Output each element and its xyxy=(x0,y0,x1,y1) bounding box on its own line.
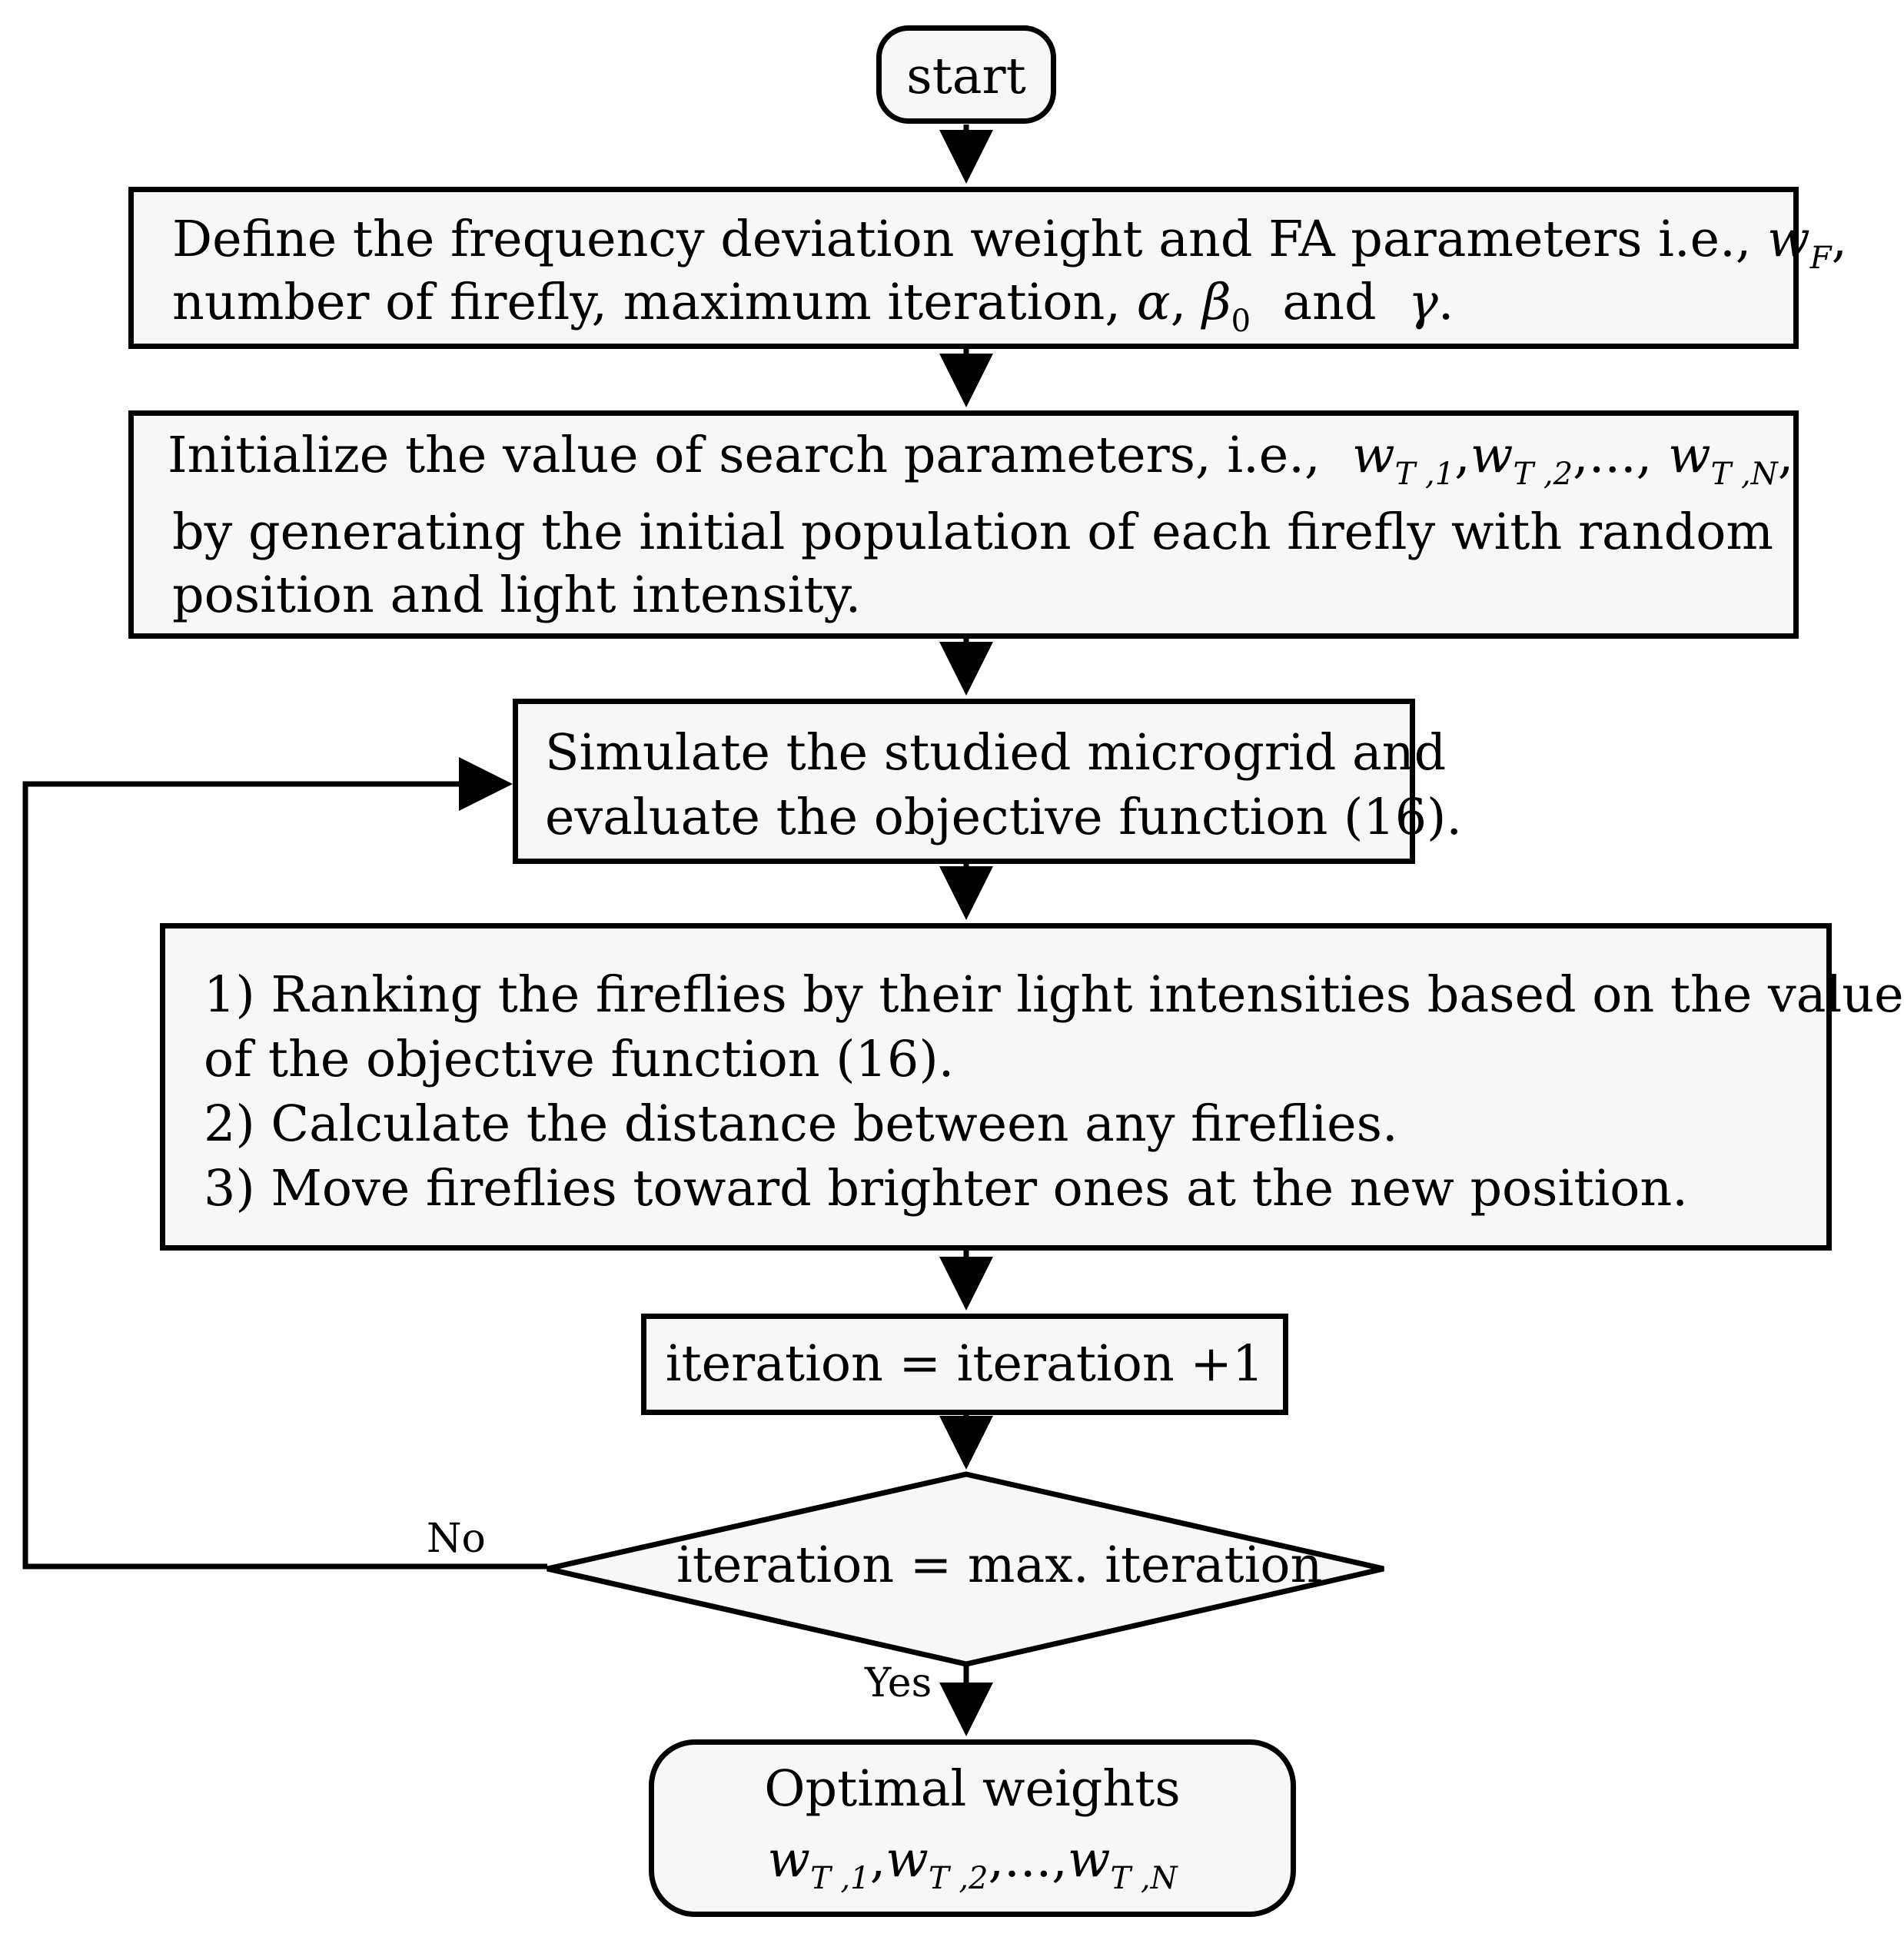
flowchart-connectors xyxy=(22,125,1384,1736)
initialize-line-1: Initialize the value of search parameter… xyxy=(168,424,1794,490)
gamma-symbol: γ xyxy=(1407,274,1438,331)
w-t1-subscript: T ,1 xyxy=(1394,457,1455,492)
opt-sep-2: , xyxy=(988,1831,1005,1889)
beta-base: β xyxy=(1202,274,1231,331)
firefly-steps-box: 1) Ranking the fireflies by their light … xyxy=(160,923,1904,1251)
w-tn-subscript: T ,N xyxy=(1710,457,1778,492)
define-line-2: number of firefly, maximum iteration, α,… xyxy=(172,271,1454,337)
and-word: and xyxy=(1282,274,1377,331)
w-t2-base: w xyxy=(1470,427,1514,484)
steps-line-3: 2) Calculate the distance between any fi… xyxy=(204,1095,1398,1153)
simulate-line-1: Simulate the studied microgrid and xyxy=(545,724,1447,782)
yes-label: Yes xyxy=(865,1660,932,1706)
ellipsis: ..., xyxy=(1588,427,1653,484)
sep-1: , xyxy=(1454,427,1470,484)
opt-w-tn-base: w xyxy=(1067,1831,1111,1889)
w-t1-symbol: wT ,1 xyxy=(1351,427,1454,490)
steps-line-1: 1) Ranking the fireflies by their light … xyxy=(204,966,1904,1024)
initialize-line-1-text: Initialize the value of search parameter… xyxy=(168,427,1321,484)
initialize-line-2: by generating the initial population of … xyxy=(172,503,1774,561)
optimal-weights-terminal: Optimal weights wT ,1,wT ,2,...,wT ,N xyxy=(649,1739,1296,1917)
opt-ellipsis: ..., xyxy=(1004,1831,1068,1889)
w-f-subscript: F xyxy=(1809,241,1832,276)
initialize-box: Initialize the value of search parameter… xyxy=(128,410,1799,639)
define-parameters-box: Define the frequency deviation weight an… xyxy=(128,187,1847,349)
alpha-comma: , xyxy=(1170,274,1187,331)
simulate-box: Simulate the studied microgrid and evalu… xyxy=(513,699,1462,864)
opt-w-t2-symbol: wT ,2 xyxy=(886,1831,988,1894)
w-t2-symbol: wT ,2 xyxy=(1470,427,1573,490)
opt-w-tn-symbol: wT ,N xyxy=(1067,1831,1178,1894)
no-loop-connector xyxy=(22,757,547,1570)
define-period: . xyxy=(1437,274,1454,331)
optimal-line-1: Optimal weights xyxy=(764,1760,1181,1818)
w-tn-symbol: wT ,N xyxy=(1668,427,1778,490)
beta-subscript: 0 xyxy=(1231,304,1251,339)
sep-3: , xyxy=(1777,427,1794,484)
opt-w-t2-base: w xyxy=(886,1831,929,1889)
w-t2-subscript: T ,2 xyxy=(1513,457,1573,492)
opt-w-t1-symbol: wT ,1 xyxy=(767,1831,869,1894)
steps-line-4: 3) Move fireflies toward brighter ones a… xyxy=(204,1160,1688,1218)
simulate-line-2: evaluate the objective function (16). xyxy=(545,789,1463,846)
steps-line-2: of the objective function (16). xyxy=(204,1031,955,1088)
optimal-line-2: wT ,1,wT ,2,...,wT ,N xyxy=(654,1828,1291,1894)
start-terminal: start xyxy=(876,25,1056,124)
increment-box: iteration = iteration +1 xyxy=(641,1314,1288,1415)
start-label: start xyxy=(906,48,1026,105)
define-line-1: Define the frequency deviation weight an… xyxy=(172,208,1848,274)
beta-symbol: β0 xyxy=(1202,274,1251,337)
no-label: No xyxy=(427,1516,486,1562)
opt-w-t1-base: w xyxy=(767,1831,811,1889)
w-f-symbol: wF xyxy=(1767,211,1831,274)
opt-w-tn-subscript: T ,N xyxy=(1110,1861,1178,1896)
increment-label: iteration = iteration +1 xyxy=(665,1335,1264,1393)
w-f-base: w xyxy=(1767,211,1810,268)
w-tn-base: w xyxy=(1668,427,1711,484)
alpha-symbol: α xyxy=(1136,274,1171,331)
sep-2: , xyxy=(1573,427,1589,484)
decision-label: iteration = max. iteration xyxy=(676,1536,1323,1594)
define-line-1-text: Define the frequency deviation weight an… xyxy=(172,211,1752,268)
opt-w-t1-subscript: T ,1 xyxy=(810,1861,870,1896)
decision-diamond xyxy=(547,1471,1384,1667)
opt-w-t2-subscript: T ,2 xyxy=(928,1861,989,1896)
opt-sep-1: , xyxy=(869,1831,886,1889)
define-line-1-tail: , xyxy=(1831,211,1848,268)
w-t1-base: w xyxy=(1351,427,1395,484)
initialize-line-3: position and light intensity. xyxy=(172,566,862,624)
define-line-2-text: number of firefly, maximum iteration, xyxy=(172,274,1121,331)
